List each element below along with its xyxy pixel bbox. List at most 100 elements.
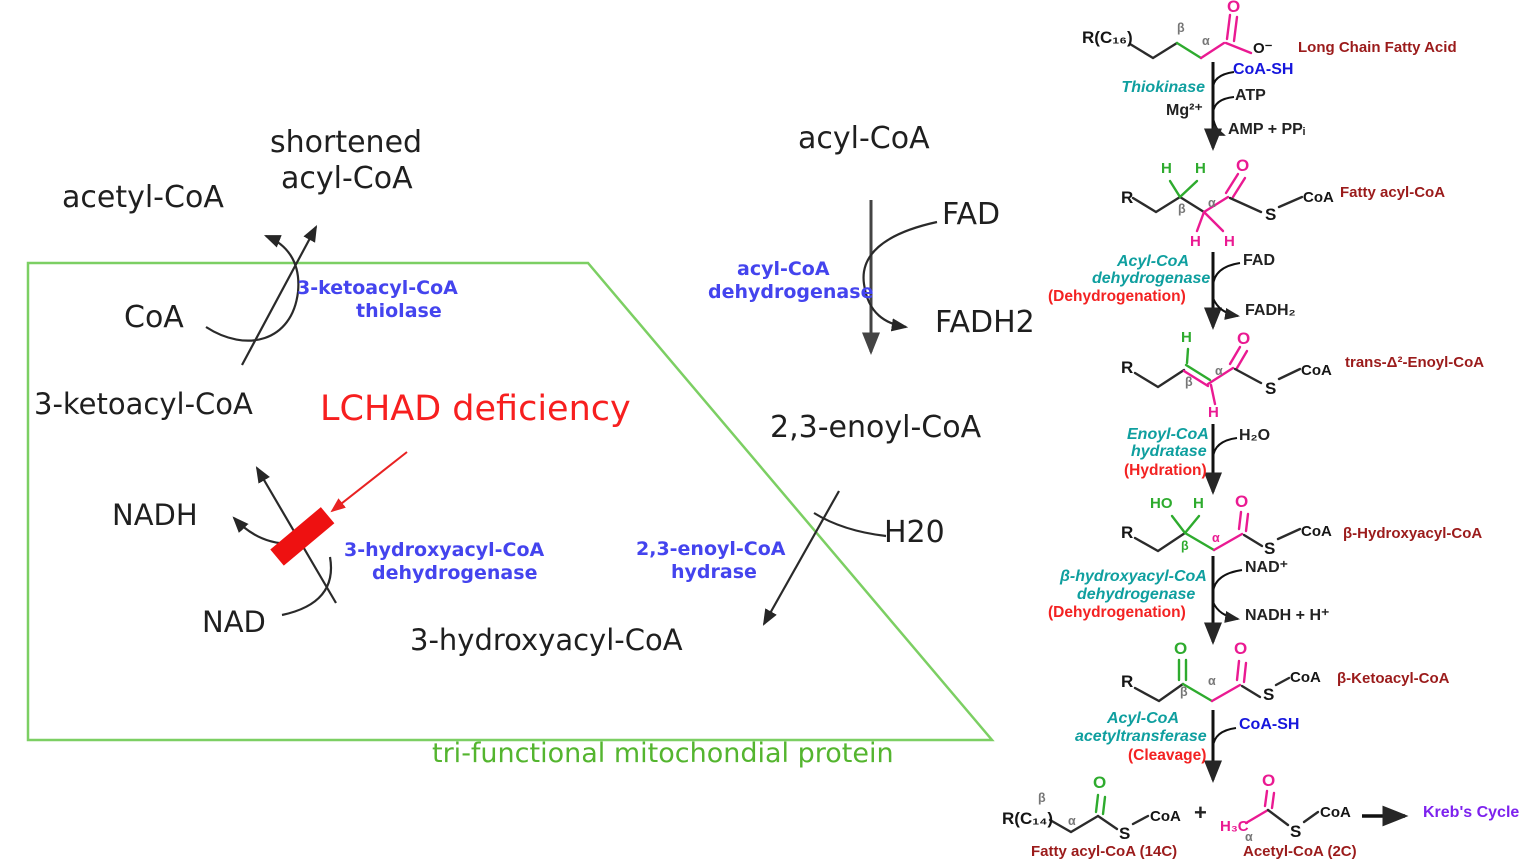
compound-beta-ketoacyl-coa: β-Ketoacyl-CoA xyxy=(1337,670,1450,687)
s4-r: R xyxy=(1121,523,1134,542)
s1-beta: β xyxy=(1177,21,1185,35)
s1-alpha: α xyxy=(1202,34,1210,48)
s3-carbonyl-o: O xyxy=(1237,329,1251,348)
enzyme-hydrase-line1: 2,3-enoyl-CoA xyxy=(636,538,786,560)
s2-h-alpha1: H xyxy=(1190,233,1201,250)
enzyme-hydrase-line2: hydrase xyxy=(671,561,757,583)
s7-s: S xyxy=(1290,822,1302,841)
s4-h: H xyxy=(1193,495,1204,512)
step5-coash: CoA-SH xyxy=(1239,716,1300,733)
metabolite-h2o: H20 xyxy=(884,515,945,550)
metabolite-fadh2: FADH2 xyxy=(935,305,1035,340)
metabolite-3-ketoacyl-coa: 3-ketoacyl-CoA xyxy=(34,387,253,421)
s5-beta: β xyxy=(1180,685,1188,699)
pathway-step-arrows xyxy=(1204,62,1243,783)
compound-beta-hydroxyacyl-coa: β-Hydroxyacyl-CoA xyxy=(1343,525,1483,542)
enzyme-acd-line2: dehydrogenase xyxy=(708,281,874,303)
step3-reaction-type: (Hydration) xyxy=(1124,462,1207,479)
s7-carbonyl-o: O xyxy=(1262,771,1276,790)
s2-h-alpha2: H xyxy=(1224,233,1235,250)
s5-alpha: α xyxy=(1208,674,1216,688)
compound-long-chain-fatty-acid: Long Chain Fatty Acid xyxy=(1298,39,1457,56)
s3-h-alpha: H xyxy=(1208,404,1219,421)
s2-s: S xyxy=(1265,205,1277,224)
s6-alpha: α xyxy=(1068,814,1076,828)
s7-h3c: H₃C xyxy=(1220,818,1249,835)
s3-coa: CoA xyxy=(1301,362,1332,379)
trifunctional-protein-label: tri-functional mitochondial protein xyxy=(432,738,894,769)
s7-coa: CoA xyxy=(1320,804,1351,821)
s7-alpha: α xyxy=(1245,830,1253,844)
step2-reaction-type: (Dehydrogenation) xyxy=(1048,288,1186,305)
step4-reaction-type: (Dehydrogenation) xyxy=(1048,604,1186,621)
s5-keto-o: O xyxy=(1174,639,1188,658)
enzyme-thiolase-line1: 3-ketoacyl-CoA xyxy=(297,277,458,299)
s4-coa: CoA xyxy=(1301,523,1332,540)
s3-h-beta: H xyxy=(1181,329,1192,346)
s6-s: S xyxy=(1119,824,1131,843)
red-block-icon xyxy=(270,507,335,566)
s5-s: S xyxy=(1263,685,1275,704)
s5-coa: CoA xyxy=(1290,669,1321,686)
s4-beta: β xyxy=(1181,539,1189,553)
step1-atp: ATP xyxy=(1235,87,1266,104)
s6-carbonyl-o: O xyxy=(1093,773,1107,792)
metabolite-coa: CoA xyxy=(124,300,184,335)
step5-enzyme-line1: Acyl-CoA xyxy=(1107,710,1180,727)
step1-coash: CoA-SH xyxy=(1233,61,1294,78)
step5-reaction-type: (Cleavage) xyxy=(1128,747,1207,764)
step1-amp-ppi: AMP + PPᵢ xyxy=(1228,121,1306,138)
s2-h-beta2: H xyxy=(1195,160,1206,177)
plus-sign: + xyxy=(1194,800,1207,825)
s4-carbonyl-o: O xyxy=(1235,492,1249,511)
lchad-block xyxy=(270,451,408,566)
enzyme-hadh-line1: 3-hydroxyacyl-CoA xyxy=(344,539,545,561)
trifunctional-protein-box xyxy=(26,261,995,742)
step2-fad: FAD xyxy=(1243,252,1275,269)
step1-mg: Mg²⁺ xyxy=(1166,102,1203,119)
metabolite-nad: NAD xyxy=(202,605,266,639)
s6-coa: CoA xyxy=(1150,808,1181,825)
step1-enzyme-thiokinase: Thiokinase xyxy=(1121,79,1205,96)
lchad-deficiency-label: LCHAD deficiency xyxy=(320,389,631,429)
s5-r: R xyxy=(1121,672,1134,691)
step3-enzyme-line2: hydratase xyxy=(1131,443,1207,460)
metabolite-nadh: NADH xyxy=(112,498,198,532)
s2-r: R xyxy=(1121,188,1134,207)
s2-carbonyl-o: O xyxy=(1236,156,1250,175)
compound-fatty-acyl-coa: Fatty acyl-CoA xyxy=(1340,184,1446,201)
thiolase-arrows xyxy=(205,225,318,366)
s3-beta: β xyxy=(1185,375,1193,389)
s2-coa: CoA xyxy=(1303,189,1334,206)
step4-enzyme-line2: dehydrogenase xyxy=(1077,586,1196,603)
step4-enzyme-line1: β-hydroxyacyl-CoA xyxy=(1060,568,1207,585)
step4-nadh: NADH + H⁺ xyxy=(1245,607,1330,624)
s3-r: R xyxy=(1121,358,1134,377)
s2-beta: β xyxy=(1178,202,1186,216)
metabolite-shortened-line2: acyl-CoA xyxy=(281,161,413,196)
s1-r-c16: R(C₁₆) xyxy=(1082,28,1133,47)
s3-alpha: α xyxy=(1215,364,1223,378)
metabolite-fad: FAD xyxy=(942,197,1001,232)
metabolite-23-enoyl-coa: 2,3-enoyl-CoA xyxy=(770,410,982,445)
deficiency-pointer-arrow xyxy=(330,451,408,513)
enzyme-thiolase-line2: thiolase xyxy=(356,300,442,322)
step2-enzyme-line1: Acyl-CoA xyxy=(1117,253,1190,270)
s4-alpha: α xyxy=(1212,531,1220,545)
step3-h2o: H₂O xyxy=(1239,427,1271,444)
step5-enzyme-line2: acetyltransferase xyxy=(1075,728,1207,745)
compound-fatty-acyl-coa-14c: Fatty acyl-CoA (14C) xyxy=(1031,843,1178,860)
s4-s: S xyxy=(1264,539,1276,558)
compound-trans-enoyl-coa: trans-Δ²-Enoyl-CoA xyxy=(1345,354,1485,371)
s1-o-minus: O⁻ xyxy=(1253,40,1273,57)
step3-enzyme-line1: Enoyl-CoA xyxy=(1127,426,1209,443)
s2-h-beta1: H xyxy=(1161,160,1172,177)
s1-carbonyl-o: O xyxy=(1227,0,1241,16)
metabolite-3-hydroxyacyl-coa: 3-hydroxyacyl-CoA xyxy=(410,623,683,657)
acd-arrows xyxy=(862,200,938,355)
s6-r-c14: R(C₁₄) xyxy=(1002,809,1054,828)
metabolite-shortened-line1: shortened xyxy=(270,125,423,160)
s5-carbonyl-o: O xyxy=(1234,639,1248,658)
